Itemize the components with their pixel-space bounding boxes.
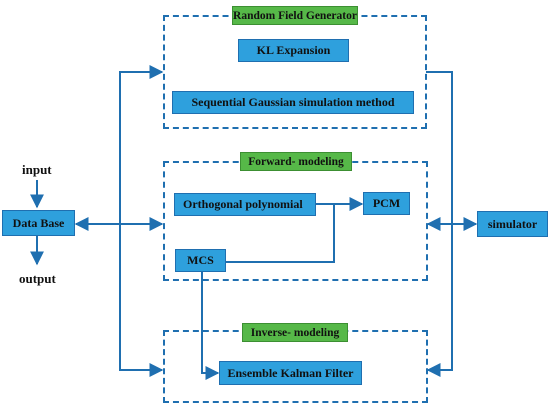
input-label: input <box>22 162 52 177</box>
pcm-box: PCM <box>363 192 410 215</box>
database-random-field-link <box>119 65 164 224</box>
forward-modeling-title: Forward- modeling <box>240 152 352 171</box>
random-field-simulator-link <box>426 71 453 224</box>
mcs-enkf-link <box>201 272 220 380</box>
inverse-simulator-link <box>426 224 453 377</box>
sgs-method-box: Sequential Gaussian simulation method <box>172 91 414 114</box>
inverse-modeling-title: Inverse- modeling <box>242 323 348 342</box>
simulator-box: simulator <box>477 211 548 237</box>
orthogonal-polynomial-box: Orthogonal polynomial <box>174 193 316 216</box>
ensemble-kalman-filter-box: Ensemble Kalman Filter <box>219 361 362 385</box>
database-inverse-link <box>119 224 164 377</box>
mcs-box: MCS <box>175 249 226 272</box>
data-base-box: Data Base <box>2 210 75 236</box>
kl-expansion-box: KL Expansion <box>238 39 349 62</box>
mcs-pcm-link <box>226 205 335 263</box>
random-field-title: Random Field Generator <box>232 6 358 25</box>
output-label: output <box>19 271 56 286</box>
